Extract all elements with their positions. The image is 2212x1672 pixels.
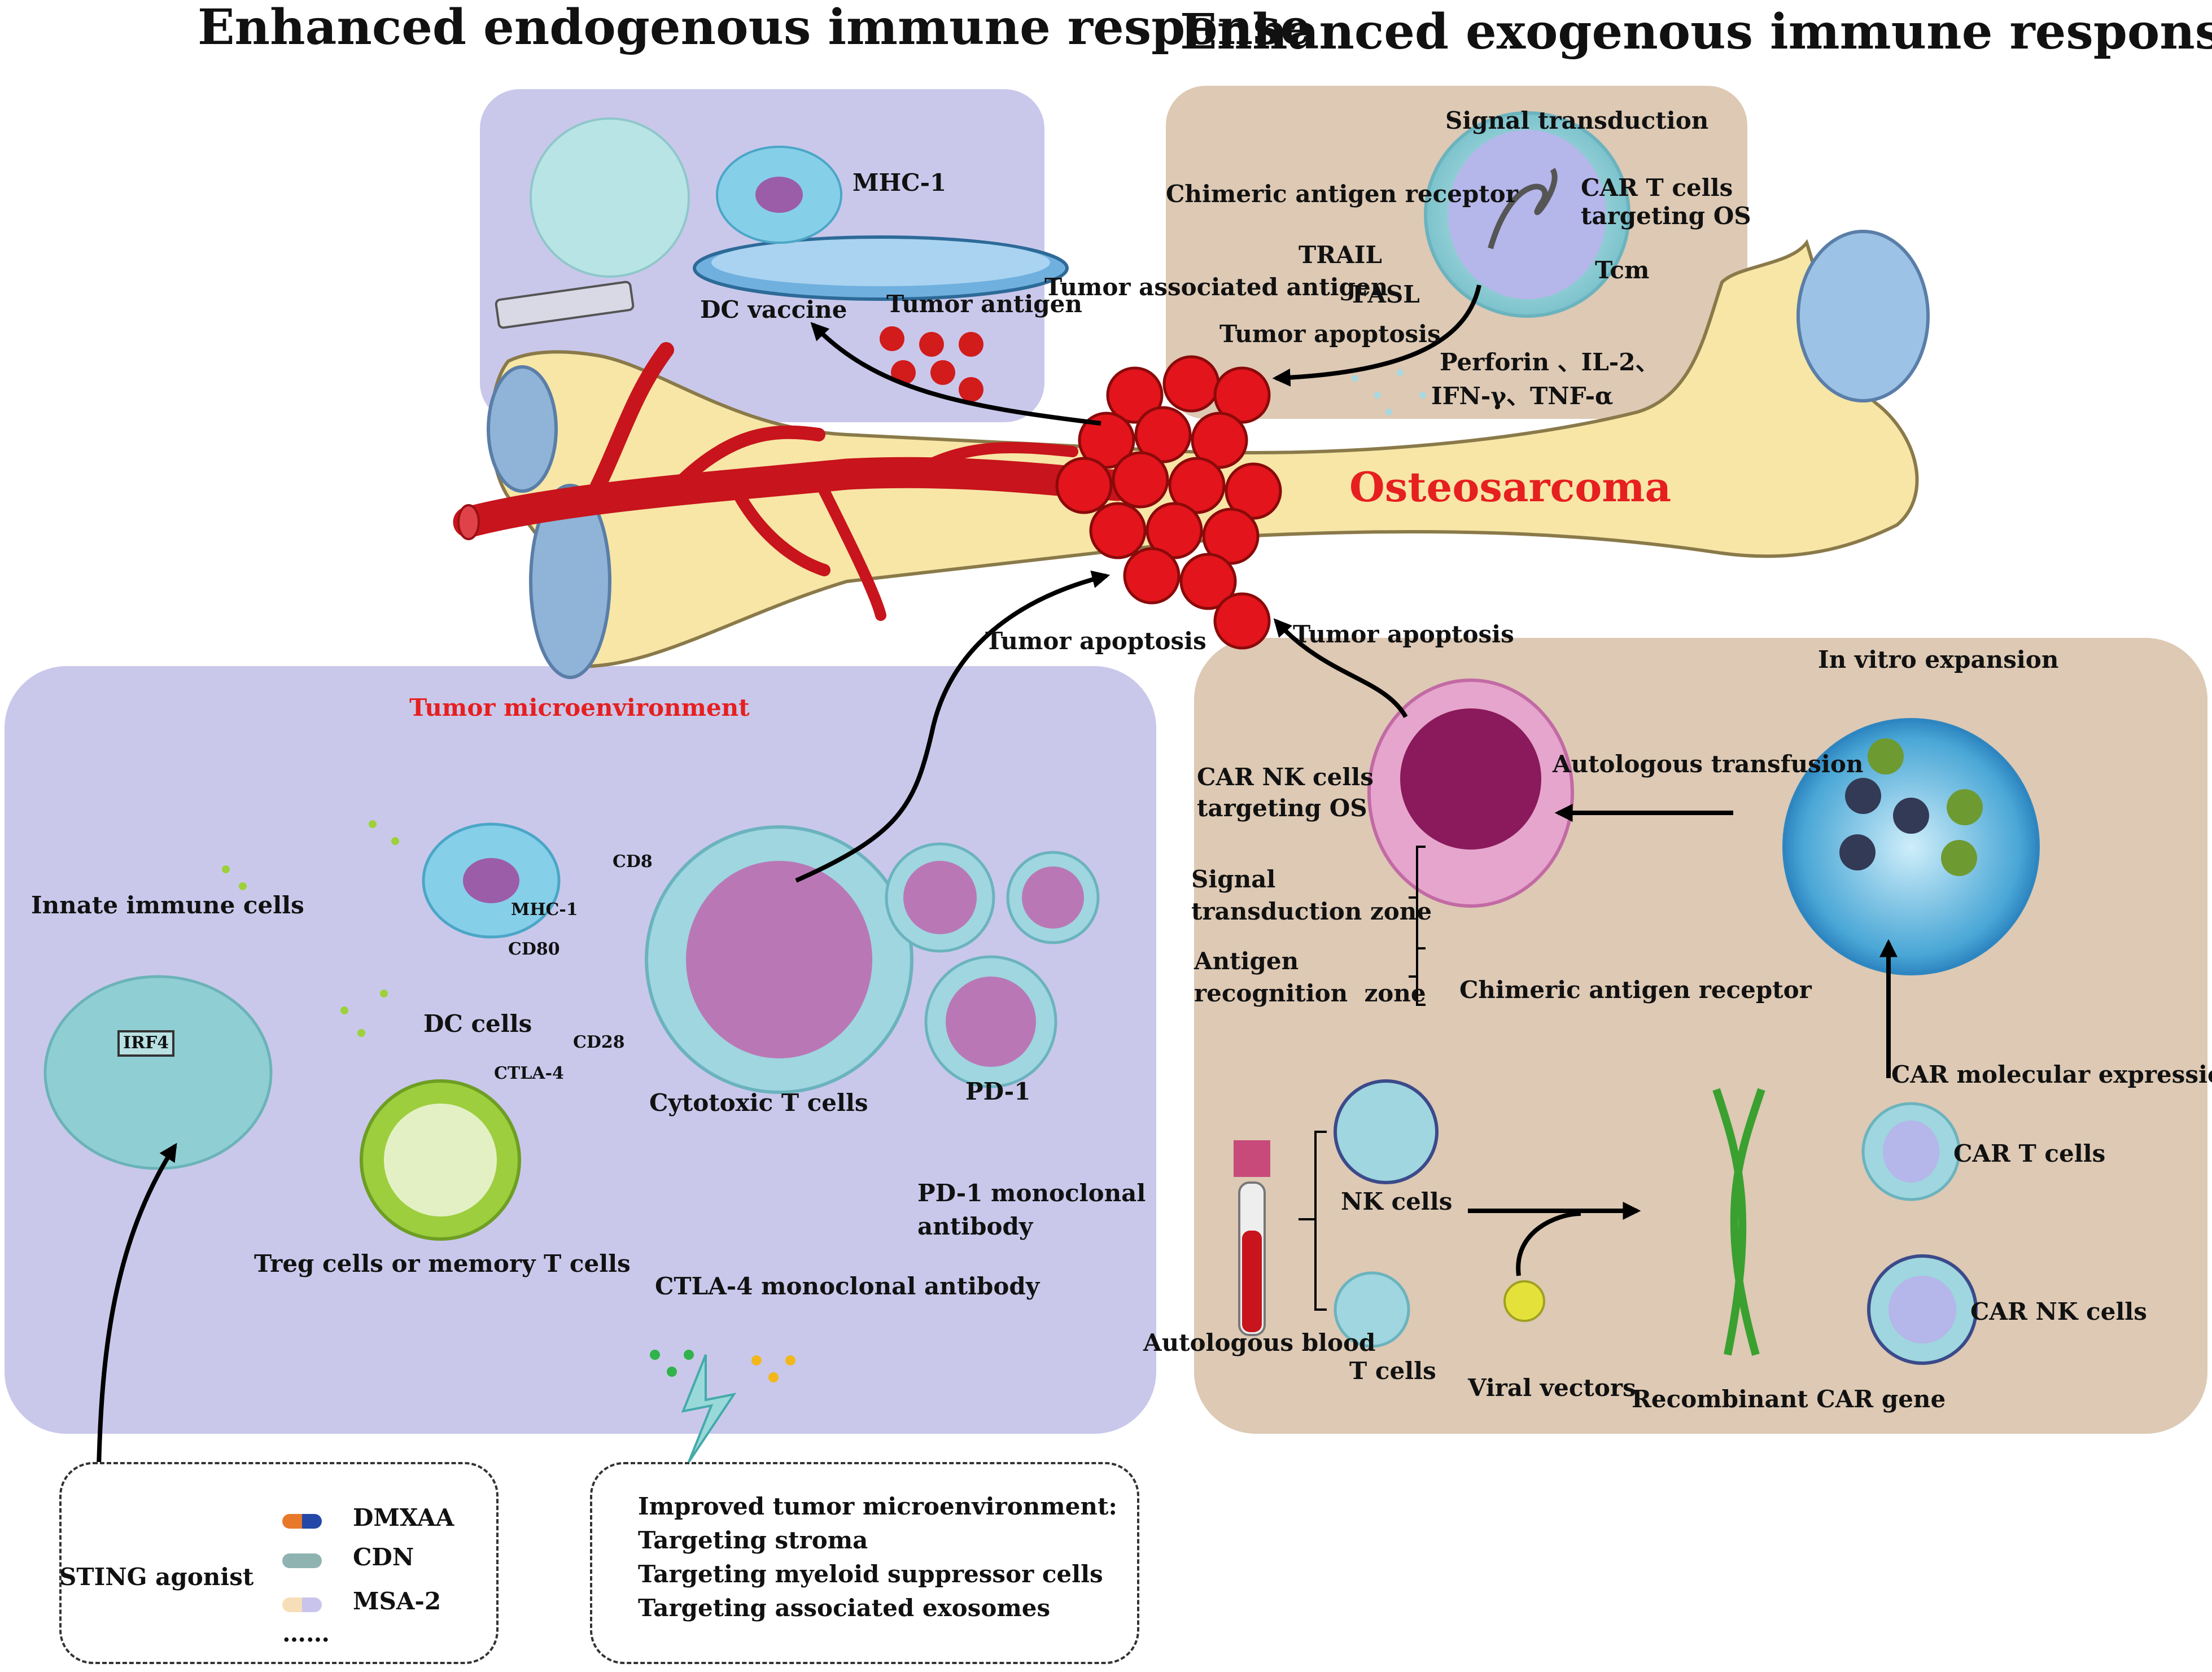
sting-item-dmxaa: DMXAA: [353, 1504, 454, 1531]
t-cells-label: T cells: [1349, 1357, 1436, 1385]
trail-label: TRAIL: [1299, 241, 1382, 269]
sting-ellipsis: ……: [282, 1620, 330, 1647]
chimeric-nk-label: Chimeric antigen receptor: [1459, 976, 1812, 1004]
sting-agonist-label: STING agonist: [59, 1563, 254, 1591]
title-exogenous: Enhanced exogenous immune response: [1180, 3, 2212, 60]
sting-item-cdn: CDN: [353, 1543, 414, 1571]
tumor-antigen-label: Tumor antigen: [886, 290, 1082, 318]
mhc-tme-label: MHC-1: [511, 900, 578, 920]
dc-vaccine-art: [495, 117, 1069, 402]
car-t-targeting-label: CAR T cells targeting OS: [1581, 174, 1751, 230]
tme-title: Tumor microenvironment: [409, 694, 750, 721]
chimeric-antigen-receptor-label: Chimeric antigen receptor: [1166, 180, 1518, 208]
dmxaa-icon: [282, 1514, 322, 1529]
arrows: [97, 284, 1898, 1468]
cd80-label: CD80: [508, 939, 560, 959]
fasl-label: FASL: [1352, 281, 1420, 308]
car-t-art: [1352, 111, 1630, 415]
osteosarcoma-label: Osteosarcoma: [1349, 463, 1672, 511]
improved-item-myeloid: Targeting myeloid suppressor cells: [638, 1560, 1103, 1588]
treg-label: Treg cells or memory T cells: [254, 1250, 631, 1277]
tumor-cluster: [1055, 355, 1282, 650]
tumor-microenvironment-panel: [5, 666, 1156, 1434]
car-nk-cells-label: CAR NK cells: [1970, 1298, 2147, 1325]
recombinant-car-gene-label: Recombinant CAR gene: [1632, 1385, 1946, 1413]
cd28-label: CD28: [573, 1032, 625, 1052]
irf4-label: IRF4: [117, 1030, 175, 1057]
tumor-associated-antigen-label: Tumor associated antigen: [1044, 273, 1388, 301]
signal-transduction-label: Signal transduction: [1445, 107, 1709, 134]
improved-item-exosomes: Targeting associated exosomes: [638, 1594, 1051, 1622]
tumor-apoptosis-top-label: Tumor apoptosis: [1219, 320, 1441, 348]
mhc-label: MHC-1: [853, 169, 947, 196]
antigen-zone-label: Antigen recognition zone: [1194, 947, 1426, 1007]
signal-zone-label: Signal transduction zone: [1191, 865, 1432, 925]
innate-immune-label: Innate immune cells: [31, 891, 304, 919]
sting-agonist-legend: [59, 1462, 499, 1664]
improved-item-stroma: Targeting stroma: [638, 1526, 868, 1554]
autologous-blood-label: Autologous blood: [1143, 1329, 1376, 1356]
cytokines-line2: IFN-γ、TNF-α: [1431, 382, 1614, 410]
car-nk-art: [1234, 679, 2040, 1365]
msa2-icon: [282, 1597, 322, 1612]
improved-tme-title: Improved tumor microenvironment:: [638, 1492, 1117, 1520]
pd1-antibody-label: PD-1 monoclonal antibody: [917, 1179, 1146, 1240]
autologous-transfusion-label: Autologous transfusion: [1553, 750, 1864, 778]
cytokines-line1: Perforin 、IL-2、: [1440, 348, 1659, 376]
viral-vectors-label: Viral vectors: [1468, 1374, 1636, 1402]
title-endogenous: Enhanced endogenous immune response: [198, 0, 1312, 56]
blood-vessel: [453, 342, 1134, 621]
improved-tme-legend: [590, 1462, 1139, 1664]
dc-vaccine-label: DC vaccine: [700, 296, 847, 323]
ctla4-antibody-label: CTLA-4 monoclonal antibody: [655, 1272, 1040, 1300]
pd1-label: PD-1: [965, 1078, 1031, 1105]
cytotoxic-t-cells-label: Cytotoxic T cells: [649, 1089, 868, 1117]
tcm-label: Tcm: [1595, 256, 1650, 284]
cd8-label: CD8: [613, 852, 653, 872]
tumor-apoptosis-right-label: Tumor apoptosis: [1293, 620, 1514, 648]
cdn-icon: [282, 1553, 322, 1568]
car-t-cells-label: CAR T cells: [1953, 1140, 2106, 1167]
car-expression-label: CAR molecular expression: [1891, 1061, 2212, 1088]
tme-art: [43, 820, 1100, 1463]
nk-cells-label: NK cells: [1341, 1188, 1453, 1215]
sting-item-msa2: MSA-2: [353, 1587, 441, 1615]
car-nk-targeting-label: CAR NK cells targeting OS: [1197, 763, 1374, 822]
dc-cells-label: DC cells: [423, 1010, 532, 1038]
ctla4-label: CTLA-4: [494, 1063, 564, 1083]
tumor-apoptosis-left-label: Tumor apoptosis: [985, 627, 1206, 655]
in-vitro-expansion-label: In vitro expansion: [1818, 646, 2059, 673]
